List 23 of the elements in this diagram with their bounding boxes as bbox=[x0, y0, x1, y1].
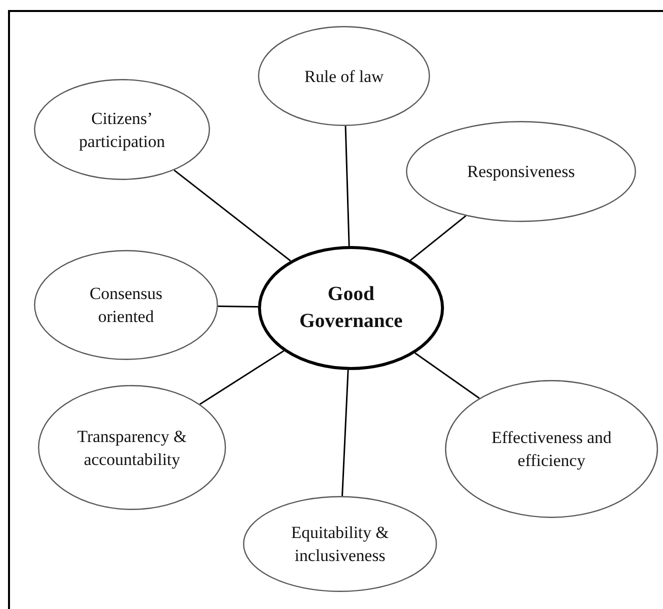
node-label: Transparency & accountability bbox=[76, 426, 188, 470]
connector-line bbox=[414, 352, 480, 399]
node-label: Effectiveness and efficiency bbox=[490, 427, 613, 472]
node-label: Rule of law bbox=[304, 66, 384, 88]
ellipse-node bbox=[34, 79, 210, 180]
node-label: Citizens’ participation bbox=[78, 108, 166, 152]
ellipse-node bbox=[406, 121, 636, 222]
ellipse-node bbox=[243, 496, 437, 592]
central-ellipse bbox=[258, 246, 444, 370]
ellipse-node bbox=[258, 26, 430, 126]
ellipse-node bbox=[38, 385, 226, 510]
connector-line bbox=[341, 370, 349, 496]
node-label: Consensus oriented bbox=[88, 283, 164, 328]
central-label: Good Governance bbox=[298, 282, 404, 334]
node-label: Equitability & inclusiveness bbox=[290, 522, 390, 567]
connector-line bbox=[199, 350, 284, 405]
node-label: Responsiveness bbox=[466, 161, 576, 183]
connector-line bbox=[410, 215, 466, 261]
ellipse-node bbox=[34, 250, 218, 360]
connector-line bbox=[174, 170, 292, 262]
ellipse-node bbox=[445, 380, 658, 518]
connector-line bbox=[218, 305, 258, 308]
connector-line bbox=[344, 126, 350, 246]
